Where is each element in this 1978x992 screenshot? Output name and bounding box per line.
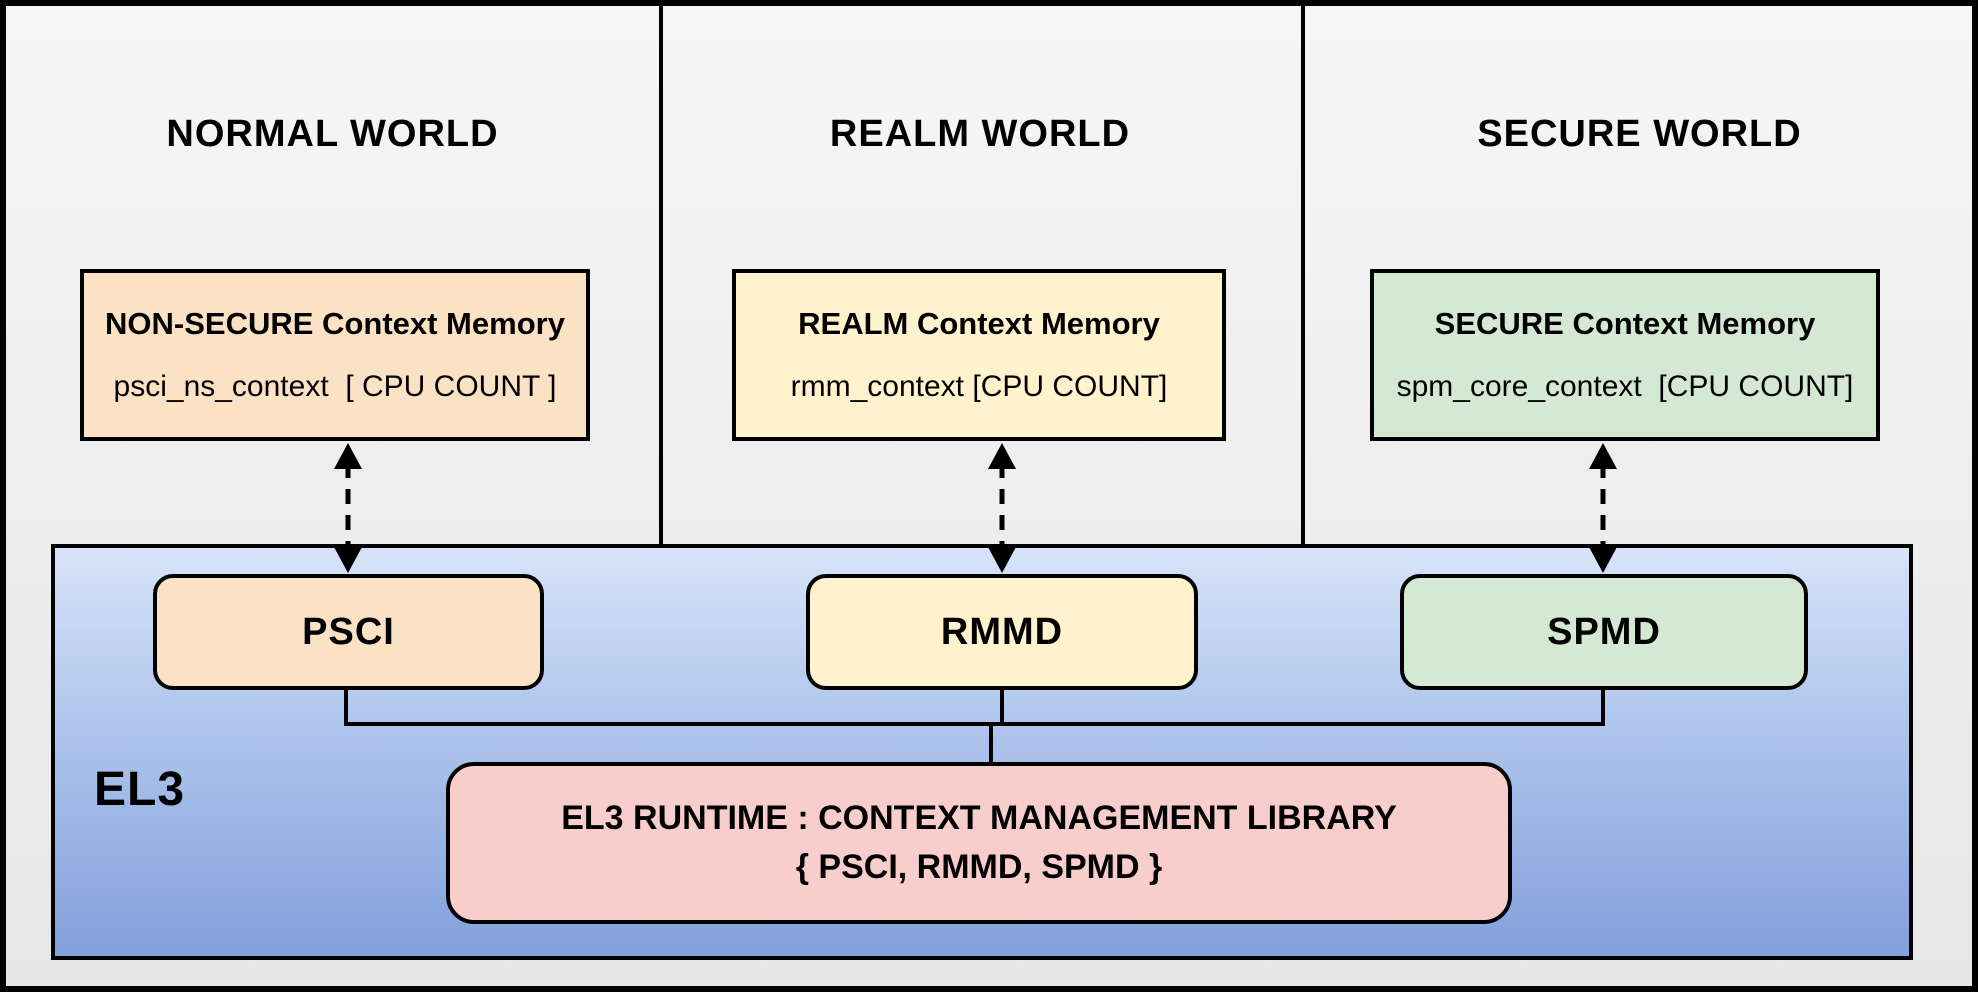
arrow-down-head-icon bbox=[1589, 547, 1617, 573]
connector-psci-stub bbox=[344, 690, 348, 726]
realm-context-memory-title: REALM Context Memory bbox=[798, 306, 1160, 341]
arrow-down-head-icon bbox=[988, 547, 1016, 573]
non-secure-context-memory-entry: psci_ns_context [ CPU COUNT ] bbox=[113, 370, 557, 403]
el3-label: EL3 bbox=[94, 763, 186, 816]
secure-context-memory-entry: spm_core_context [CPU COUNT] bbox=[1396, 370, 1854, 403]
el3-runtime-library-members: { PSCI, RMMD, SPMD } bbox=[795, 848, 1163, 886]
bidirectional-arrow-icon-psci bbox=[333, 443, 363, 573]
rmmd-box: RMMD bbox=[806, 574, 1198, 690]
world-separator-normal-realm bbox=[659, 6, 663, 546]
secure-world-title: SECURE WORLD bbox=[1477, 112, 1802, 155]
world-separator-realm-secure bbox=[1301, 6, 1305, 546]
el3-runtime-library-box: EL3 RUNTIME : CONTEXT MANAGEMENT LIBRARY… bbox=[446, 762, 1512, 924]
connector-rmmd-stub bbox=[1000, 690, 1004, 726]
el3-runtime-library-title: EL3 RUNTIME : CONTEXT MANAGEMENT LIBRARY bbox=[561, 799, 1397, 837]
connector-spmd-stub bbox=[1601, 690, 1605, 726]
realm-world-title: REALM WORLD bbox=[829, 112, 1131, 155]
dashed-arrow-shaft bbox=[345, 463, 351, 553]
spmd-box: SPMD bbox=[1400, 574, 1808, 690]
dashed-arrow-shaft bbox=[999, 463, 1005, 553]
normal-world-title: NORMAL WORLD bbox=[166, 112, 499, 155]
arrow-down-head-icon bbox=[334, 547, 362, 573]
non-secure-context-memory-title: NON-SECURE Context Memory bbox=[105, 306, 565, 341]
non-secure-context-memory-box: NON-SECURE Context Memory psci_ns_contex… bbox=[80, 269, 590, 441]
secure-context-memory-title: SECURE Context Memory bbox=[1434, 306, 1816, 341]
secure-context-memory-box: SECURE Context Memory spm_core_context [… bbox=[1370, 269, 1880, 441]
bidirectional-arrow-icon-spmd bbox=[1588, 443, 1618, 573]
dashed-arrow-shaft bbox=[1600, 463, 1606, 553]
connector-bus-line bbox=[344, 722, 1605, 726]
realm-context-memory-entry: rmm_context [CPU COUNT] bbox=[790, 370, 1168, 403]
realm-context-memory-box: REALM Context Memory rmm_context [CPU CO… bbox=[732, 269, 1226, 441]
psci-box: PSCI bbox=[153, 574, 544, 690]
connector-runtime-stub bbox=[989, 722, 993, 764]
bidirectional-arrow-icon-rmmd bbox=[987, 443, 1017, 573]
